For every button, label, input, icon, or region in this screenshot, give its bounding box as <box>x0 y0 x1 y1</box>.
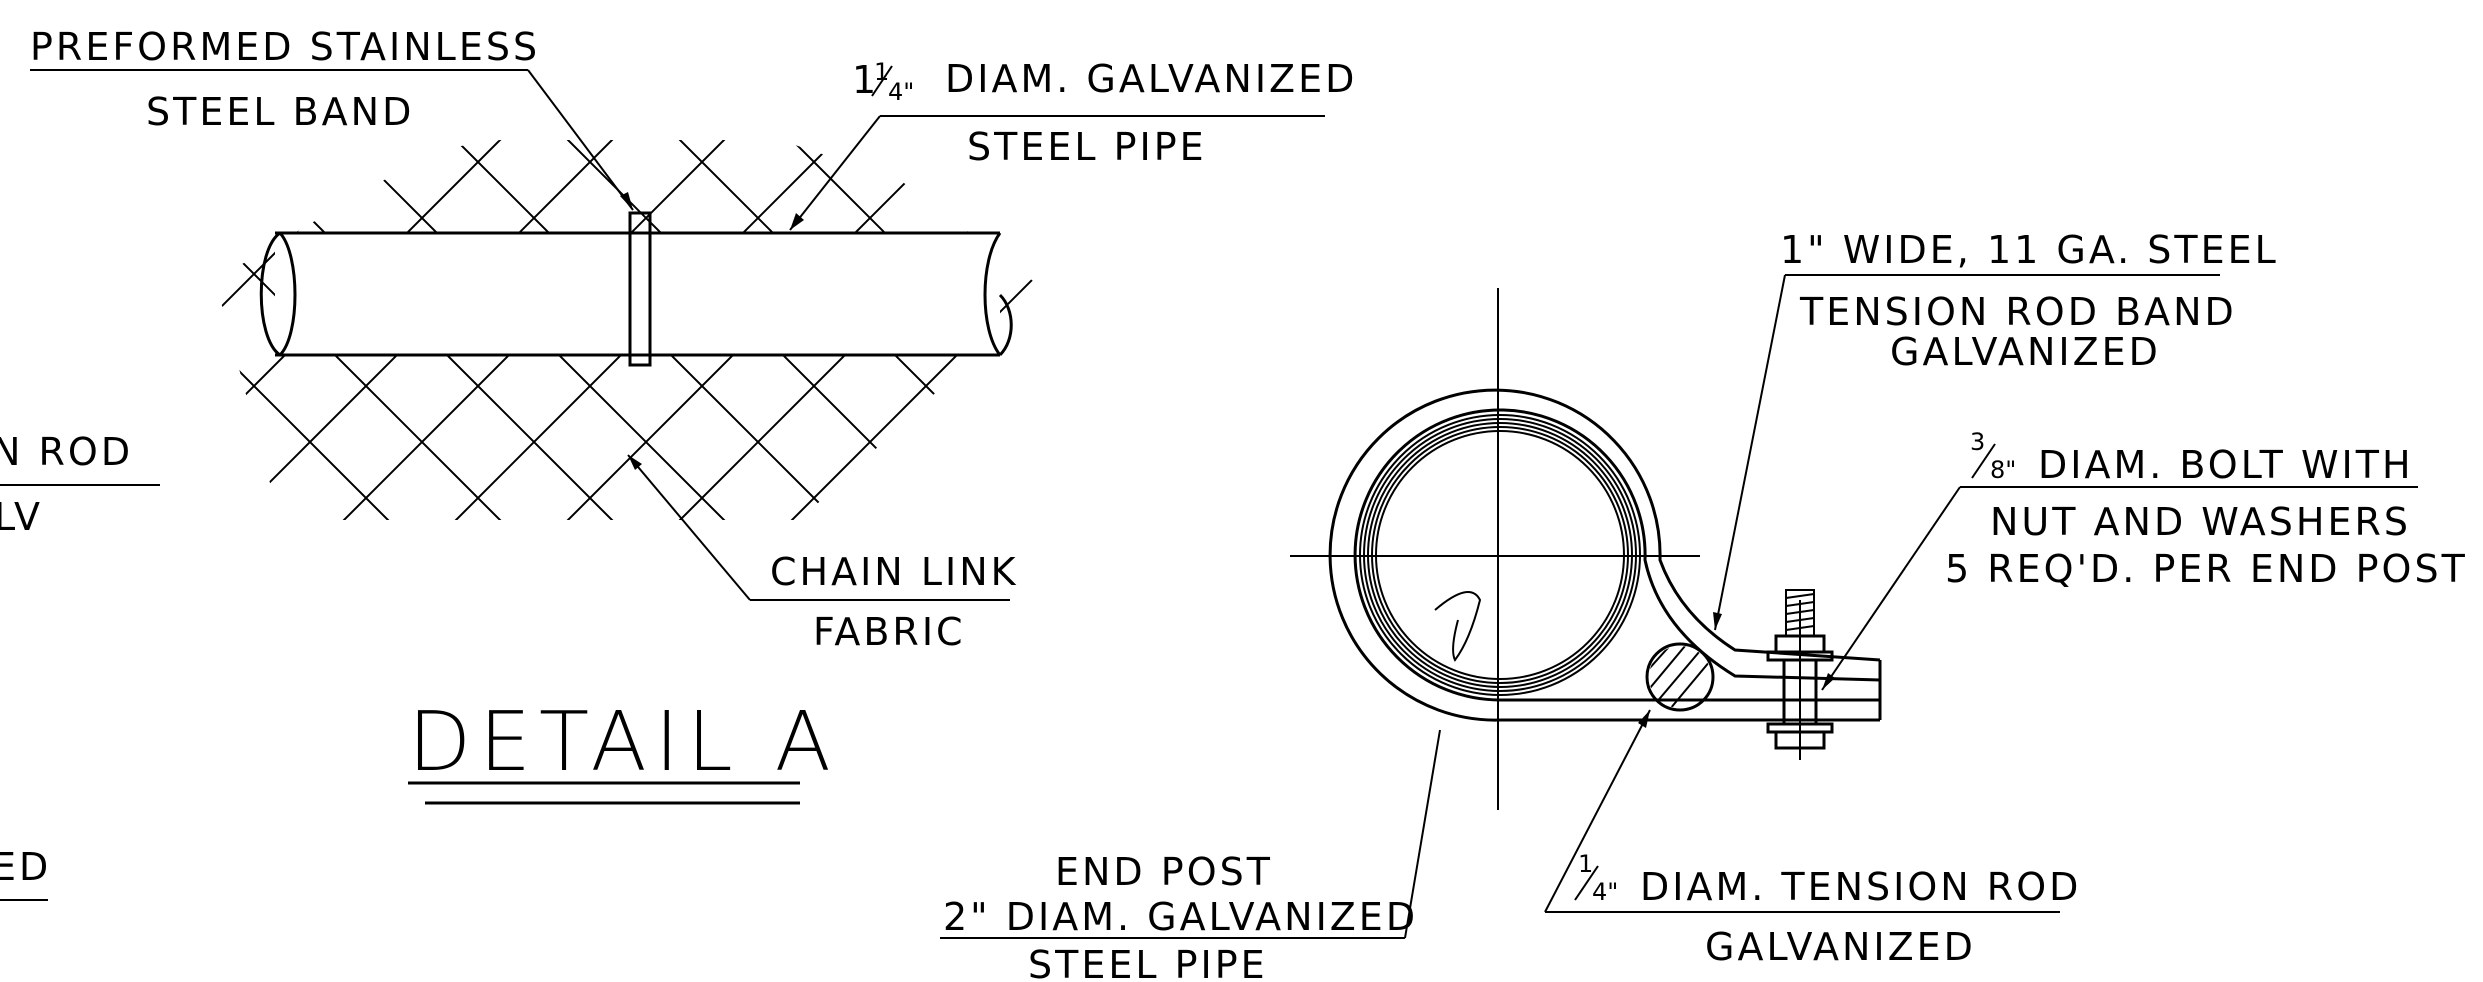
fabric-wire <box>0 120 184 540</box>
detail-title: DETAIL A <box>408 695 839 790</box>
leader-bolt <box>1821 486 2418 691</box>
label-bolt-frac-den: 8" <box>1990 456 2016 484</box>
fabric-wire <box>215 140 297 520</box>
tension-rod-section <box>1645 642 1715 712</box>
label-chain-link-1: CHAIN LINK <box>770 550 1019 594</box>
label-rod-1: DIAM. TENSION ROD <box>1640 865 2081 909</box>
label-rod-2: GALVANIZED <box>1705 925 1976 969</box>
label-end-post-2: 2" DIAM. GALVANIZED <box>943 895 1418 939</box>
label-rod-frac-num: 1 <box>1578 850 1593 878</box>
fabric-wire <box>1220 120 1640 540</box>
fabric-wire <box>0 120 72 540</box>
fabric-wire <box>215 140 297 520</box>
bolt-assembly <box>1766 589 1834 750</box>
end-post-pipe-section <box>1359 414 1641 696</box>
pipe-break-mark <box>1434 591 1482 662</box>
label-preformed-band-2: STEEL BAND <box>146 90 414 134</box>
fabric-wire <box>1220 120 1640 540</box>
leader-tension-rod <box>1544 709 2060 913</box>
fabric-wire <box>1332 120 1752 540</box>
leader-pipe-114 <box>789 115 1325 231</box>
fabric-wire <box>1108 120 1528 540</box>
label-ed-partial: ED <box>0 845 51 889</box>
label-pipe-114-2: STEEL PIPE <box>967 125 1207 169</box>
fabric-wire <box>0 120 72 540</box>
label-pipe-114-1: DIAM. GALVANIZED <box>945 57 1357 101</box>
centerlines <box>1290 288 1801 810</box>
label-band-3: GALVANIZED <box>1890 330 2161 374</box>
label-end-post-1: END POST <box>1055 850 1273 894</box>
fabric-wire <box>0 120 184 540</box>
label-bolt-frac-num: 3 <box>1970 428 1985 456</box>
label-band-1: 1" WIDE, 11 GA. STEEL <box>1780 228 2279 272</box>
label-bolt-1: DIAM. BOLT WITH <box>2038 443 2414 487</box>
label-bolt-3: 5 REQ'D. PER END POST <box>1945 547 2468 591</box>
label-pipe-114-num: 1 <box>874 58 889 86</box>
leader-band <box>1713 274 2220 631</box>
leader-chain-link <box>627 454 1010 601</box>
label-chain-link-2: FABRIC <box>813 610 966 654</box>
fabric-wire <box>215 140 409 520</box>
leader-end-post <box>940 729 1441 939</box>
leader-preformed-band <box>30 69 634 211</box>
fabric-wire <box>1332 120 1752 540</box>
stainless-steel-band <box>628 211 652 367</box>
steel-pipe-114 <box>259 231 1013 357</box>
fabric-wire <box>995 140 1045 520</box>
fabric-wire <box>1108 120 1528 540</box>
label-preformed-band-1: PREFORMED STAINLESS <box>30 25 540 69</box>
label-galv-partial: LV <box>0 495 43 539</box>
label-pipe-114-den: 4" <box>888 78 914 106</box>
label-band-2: TENSION ROD BAND <box>1799 290 2237 334</box>
fabric-wire <box>995 140 1045 520</box>
label-bolt-2: NUT AND WASHERS <box>1990 500 2411 544</box>
label-rod-frac-den: 4" <box>1592 878 1618 906</box>
label-end-post-3: STEEL PIPE <box>1028 943 1268 982</box>
label-tension-rod-partial: N ROD <box>0 430 133 474</box>
